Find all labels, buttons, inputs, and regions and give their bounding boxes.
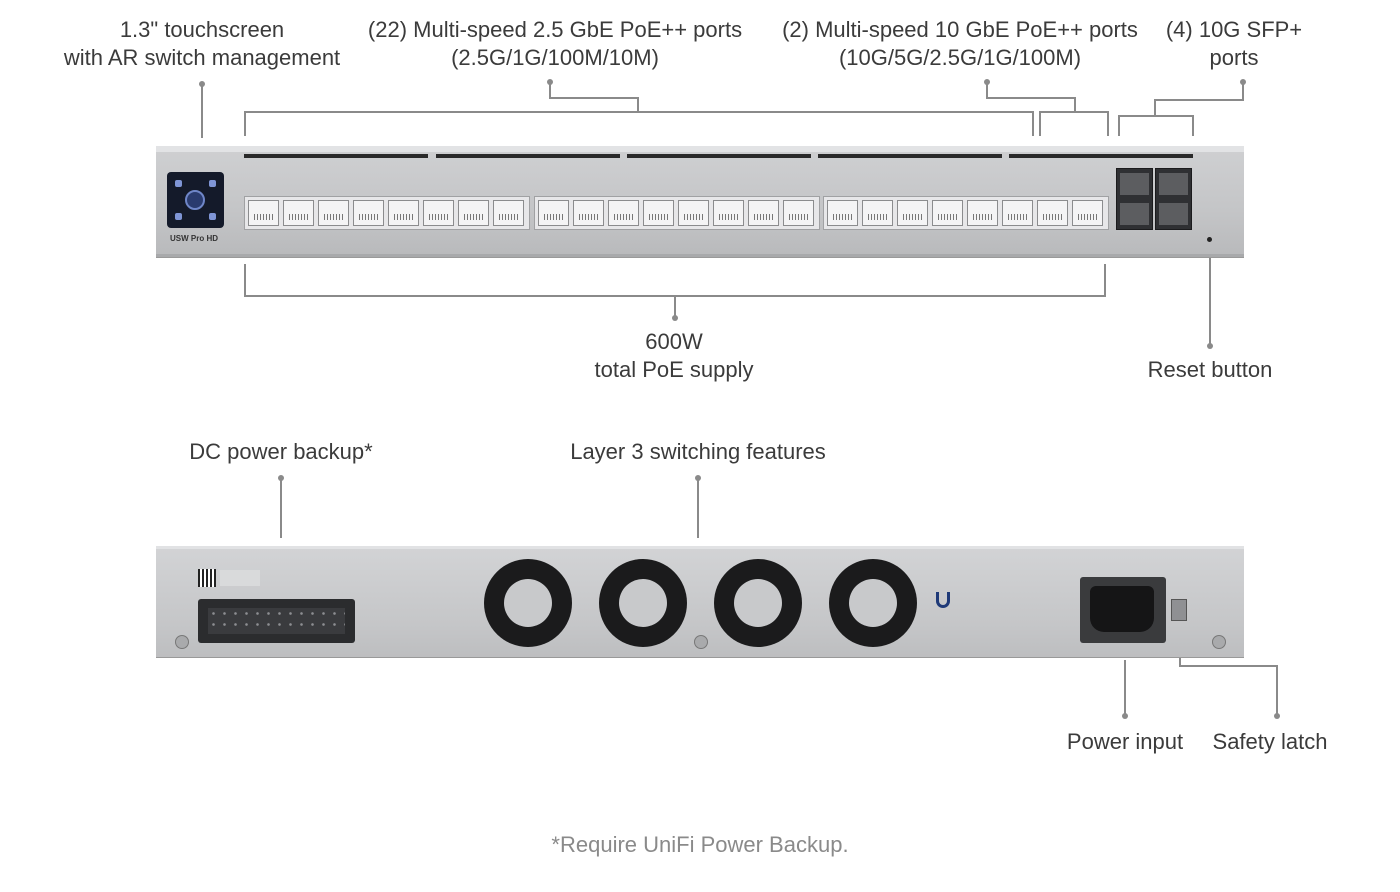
fan-1 [484, 559, 572, 647]
qr-code [198, 569, 216, 587]
sfp-label: (4) 10G SFP+ ports [1165, 17, 1303, 70]
rj45-port [423, 200, 454, 226]
ports-10g-label: (2) Multi-speed 10 GbE PoE++ ports (10G/… [782, 17, 1138, 70]
rj45-port [783, 200, 814, 226]
rj45-port [1037, 200, 1068, 226]
sfp-cage-right [1155, 168, 1192, 230]
fan-3 [714, 559, 802, 647]
switch-back-panel [156, 546, 1244, 657]
rj45-port [1002, 200, 1033, 226]
dc-backup-label: DC power backup* [189, 439, 373, 464]
sfp-bracket [1118, 82, 1244, 136]
rj45-port [643, 200, 674, 226]
rj45-port [388, 200, 419, 226]
rj45-port [678, 200, 709, 226]
rj45-port [967, 200, 998, 226]
ports-2-5g-label: (22) Multi-speed 2.5 GbE PoE++ ports (2.… [367, 17, 743, 70]
rj45-port [493, 200, 524, 226]
footnote: *Require UniFi Power Backup. [551, 832, 849, 857]
rj45-port [318, 200, 349, 226]
power-input-label: Power input [1066, 729, 1184, 754]
poe-supply-label: 600W total PoE supply [594, 329, 754, 382]
rj45-port [862, 200, 893, 226]
ubiquiti-logo-icon [936, 592, 950, 608]
rj45-port [573, 200, 604, 226]
rj45-port [283, 200, 314, 226]
safety-latch-label: Safety latch [1212, 729, 1328, 754]
rj45-port [827, 200, 858, 226]
rj45-port [538, 200, 569, 226]
touchscreen-display [167, 172, 224, 228]
screw-icon [175, 635, 189, 649]
layer3-label: Layer 3 switching features [570, 439, 826, 464]
ac-power-inlet [1080, 577, 1166, 643]
rj45-port [932, 200, 963, 226]
touchscreen-label: 1.3" touchscreen with AR switch manageme… [63, 17, 341, 70]
screw-icon [694, 635, 708, 649]
rj45-port [458, 200, 489, 226]
ports-10g-bracket [986, 82, 1109, 136]
rj45-port [748, 200, 779, 226]
reset-button-label: Reset button [1147, 357, 1273, 382]
poe-bracket [244, 264, 1106, 318]
model-label: USW Pro HD [170, 234, 218, 243]
fan-2 [599, 559, 687, 647]
switch-front-panel: USW Pro HD [156, 146, 1244, 257]
ports-2-5g-bracket [244, 82, 1034, 136]
rj45-port [713, 200, 744, 226]
dc-power-backup-port [198, 599, 355, 643]
reset-button[interactable] [1207, 237, 1212, 242]
rj45-port [1072, 200, 1103, 226]
screw-icon [1212, 635, 1226, 649]
rj45-port [897, 200, 928, 226]
fan-4 [829, 559, 917, 647]
rj45-port [608, 200, 639, 226]
rj45-port [353, 200, 384, 226]
rj45-port-group-1 [244, 196, 530, 230]
rj45-port [248, 200, 279, 226]
safety-latch[interactable] [1171, 599, 1187, 621]
sfp-cage-left [1116, 168, 1153, 230]
rj45-port-group-3 [823, 196, 1109, 230]
rj45-port-group-2 [534, 196, 820, 230]
